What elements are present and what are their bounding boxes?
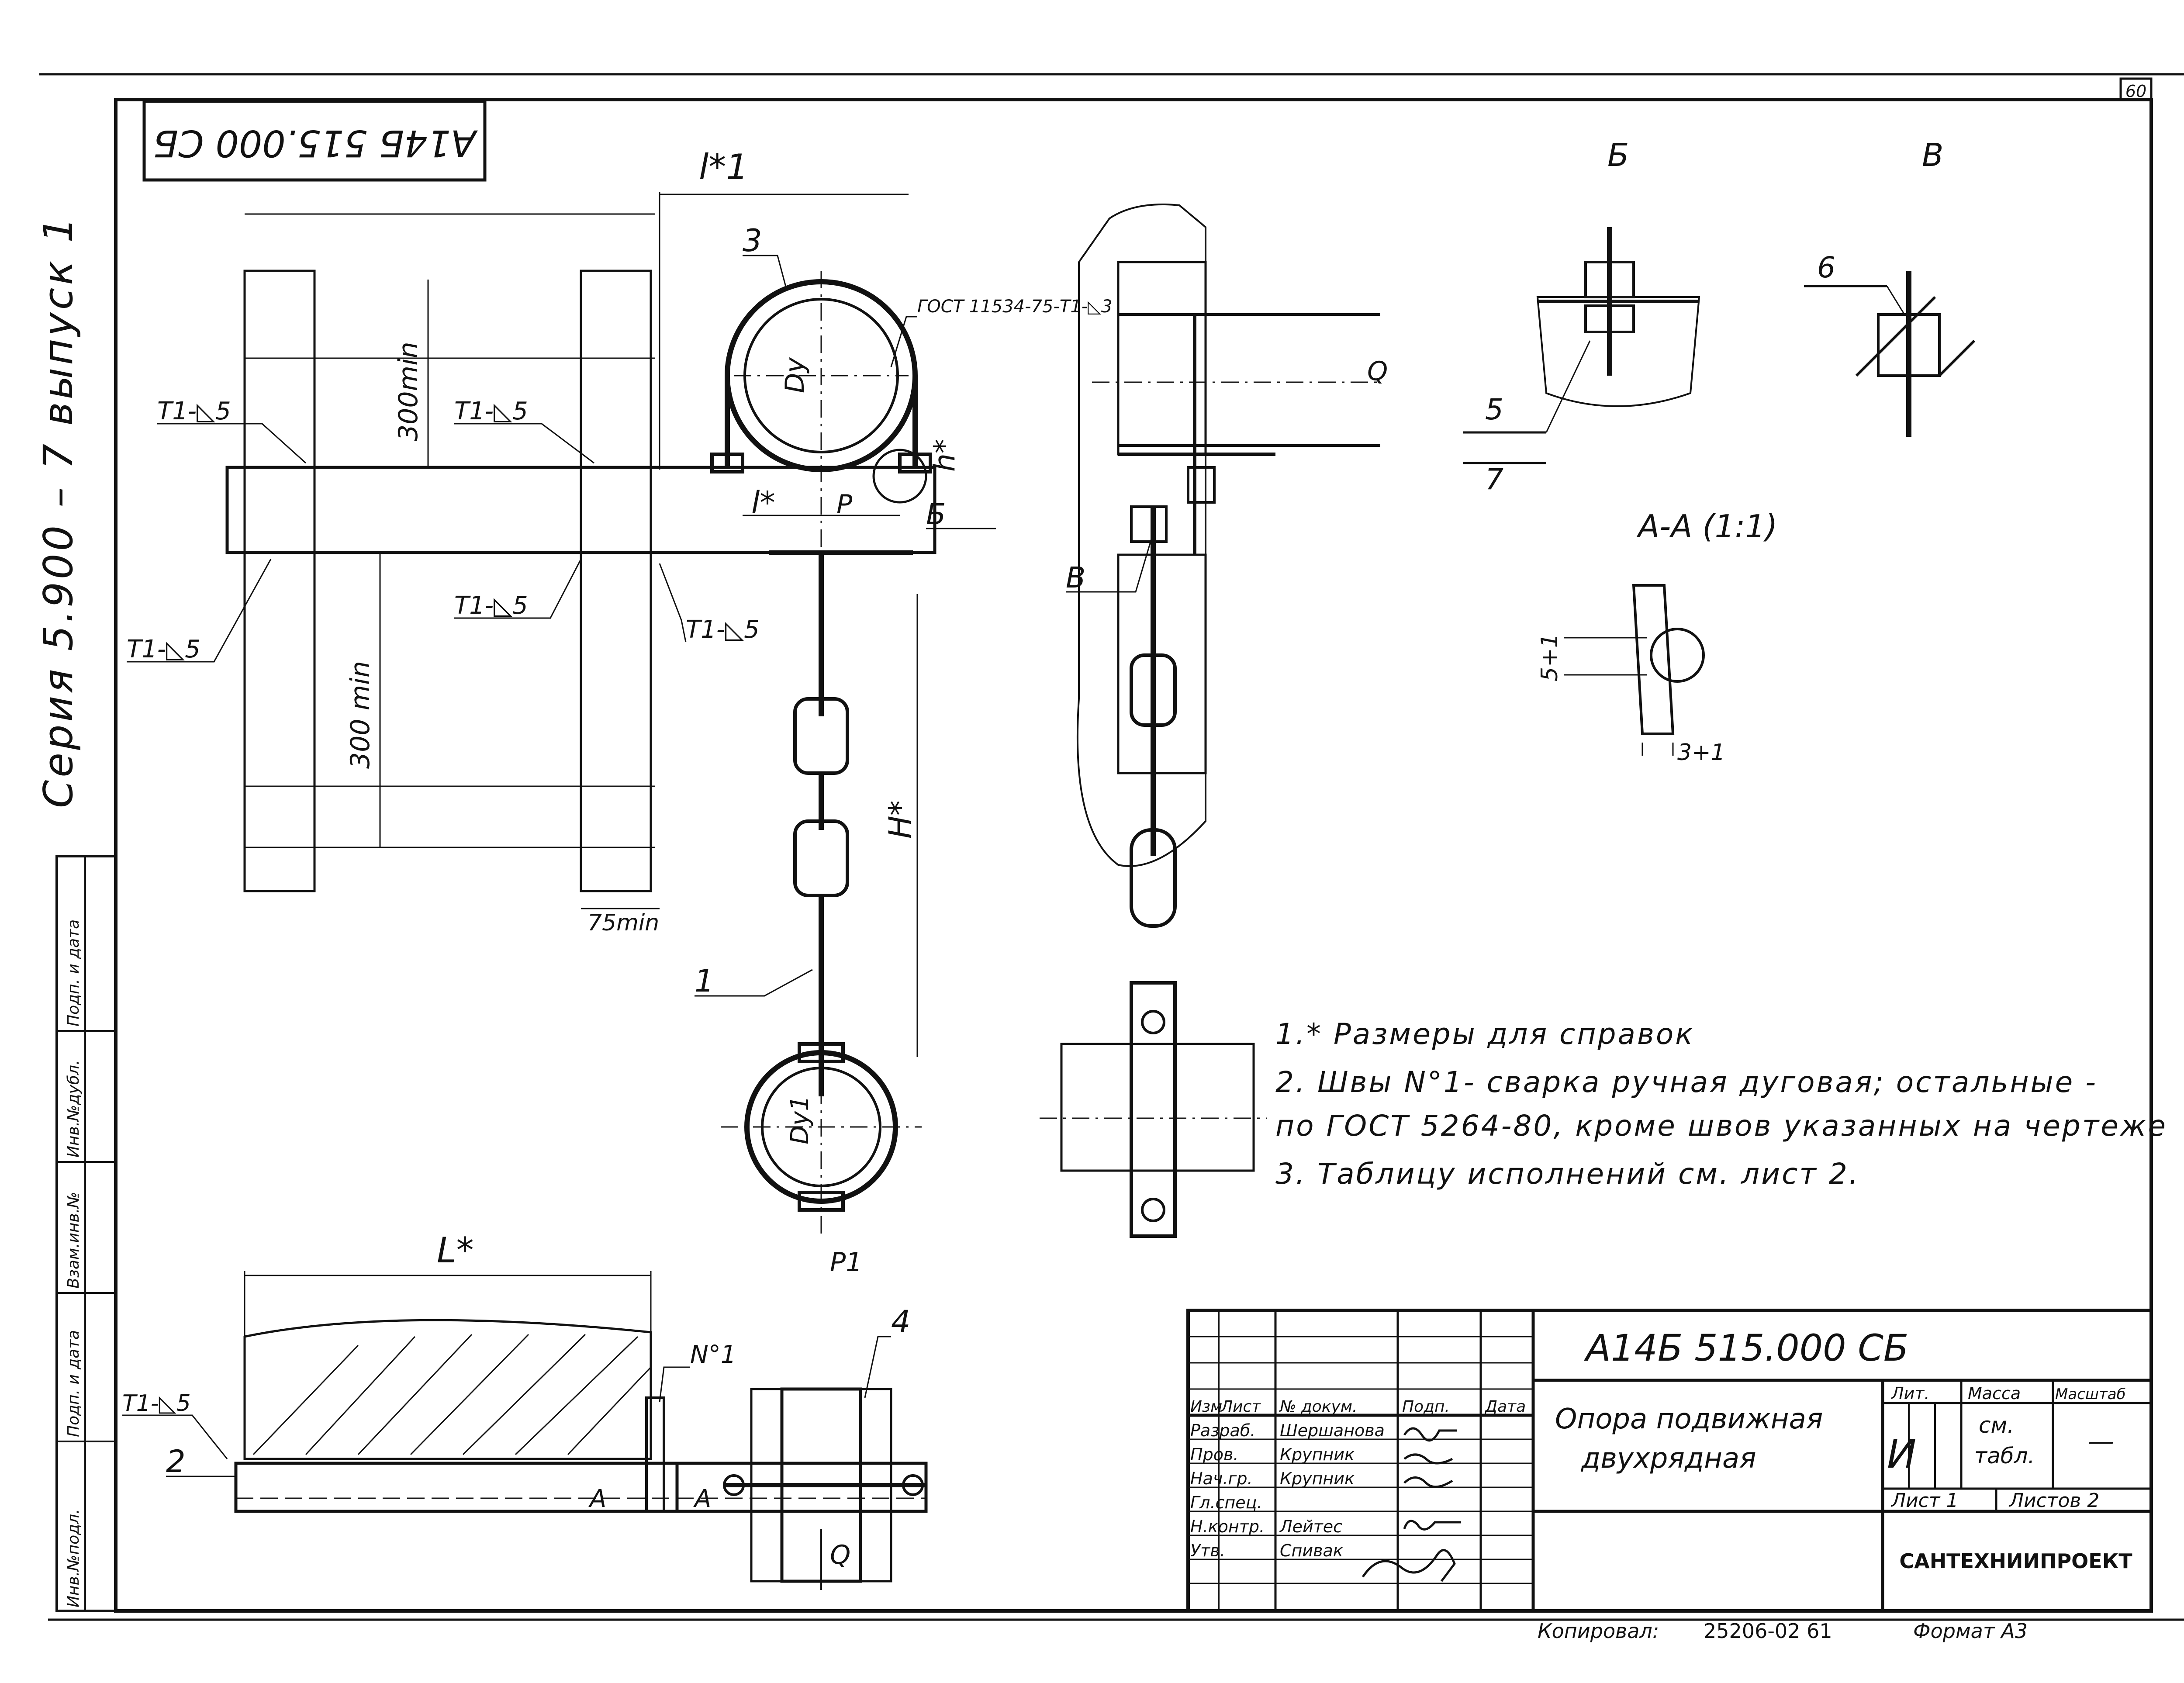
tb-header-sign: Подп.: [1402, 1398, 1450, 1416]
callout-3: 3: [743, 223, 762, 259]
callout-2: 2: [166, 1444, 186, 1479]
weld-w5: Т1-◺5: [686, 615, 760, 644]
leader-lines: [122, 255, 1154, 1477]
main-view: [225, 192, 936, 1236]
leader-v-label: В: [1066, 561, 1085, 594]
tb-role-1: Пров.: [1190, 1445, 1238, 1464]
leader-b-label: Б: [926, 498, 946, 531]
tb-role-2: Нач.гр.: [1190, 1469, 1253, 1488]
footer-format: Формат А3: [1913, 1619, 2028, 1643]
tb-name-0: Шершанова: [1280, 1421, 1385, 1440]
tb-name-1: Крупник: [1280, 1445, 1355, 1464]
section-b-title: Б: [1607, 137, 1629, 173]
dim-l1: l*1: [699, 147, 748, 187]
tb-role-3: Гл.спец.: [1190, 1493, 1262, 1512]
section-a-left: А: [588, 1485, 606, 1513]
tb-lit-label: Лит.: [1890, 1384, 1930, 1403]
weld-w6: Т1-◺5: [122, 1390, 191, 1417]
dim-l: l*: [751, 485, 775, 521]
tb-lit-value: И: [1887, 1431, 1916, 1477]
section-v: В 6: [1804, 137, 1976, 437]
code-stamp-box: А14Б 515.000 СБ: [142, 100, 487, 182]
tb-scale-value: —: [2088, 1426, 2114, 1457]
dim-q-bottom: Q: [830, 1540, 850, 1570]
note-line-4: 3. Таблицу исполнений см. лист 2.: [1275, 1157, 1860, 1191]
tb-scale-label: Масштаб: [2055, 1386, 2126, 1403]
note-line-1: 1.* Размеры для справок: [1275, 1017, 1694, 1051]
footer-copied-label: Копировал:: [1538, 1619, 1659, 1643]
side-stamp-podp-data-2: Подп. и дата: [65, 919, 83, 1026]
tb-name-line2: двухрядная: [1581, 1442, 1756, 1475]
side-stamp: Инв.№подл. Подп. и дата Взам.инв.№ Инв.№…: [55, 855, 117, 1612]
weld-w3: Т1-◺5: [127, 635, 200, 664]
tb-header-izm: Изм: [1190, 1398, 1222, 1416]
tb-role-5: Утв.: [1190, 1541, 1225, 1560]
tb-organization: САНТЕХНИИПРОЕКТ: [1899, 1549, 2132, 1573]
footer: Копировал: 25206-02 61 Формат А3: [1538, 1619, 2028, 1643]
code-stamp-text: А14Б 515.000 СБ: [153, 122, 478, 165]
tb-sheets-label: Листов 2: [2008, 1489, 2099, 1512]
section-aa: А-А (1:1) 5+1 3+1: [1537, 508, 1777, 766]
section-b: Б 5 7: [1463, 137, 1700, 496]
weld-n1: N°1: [690, 1341, 736, 1369]
tb-mass-value-2: табл.: [1974, 1443, 2035, 1469]
dim-dy1: Dу1: [786, 1096, 814, 1144]
weld-w4: Т1-◺5: [454, 591, 528, 620]
side-stamp-inv-podl: Инв.№подл.: [65, 1509, 83, 1607]
dim-min75: 75min: [587, 910, 659, 936]
side-stamp-podp-data-1: Подп. и дата: [65, 1330, 83, 1437]
series-label: Серия 5.900 – 7 выпуск 1: [35, 214, 82, 808]
tb-sheet-label: Лист 1: [1890, 1489, 1958, 1512]
dim-e: 3+1: [1677, 740, 1725, 766]
side-view: Q В: [1040, 204, 1388, 1238]
dim-min300-top: 300min: [393, 342, 424, 441]
plan-view: L* N°1 4 Т1-◺5 2 А А Q: [122, 1230, 928, 1590]
title-block: Изм Лист № докум. Подп. Дата Разраб. Шер…: [1186, 1309, 2153, 1613]
tb-designation: А14Б 515.000 СБ: [1583, 1327, 1908, 1369]
dim-p: P: [836, 489, 853, 520]
dim-s: 5+1: [1537, 633, 1563, 681]
weld-w2: Т1-◺5: [454, 397, 528, 425]
callout-4: 4: [891, 1304, 911, 1340]
dim-dy: Dу: [780, 357, 810, 393]
tb-role-0: Разраб.: [1190, 1421, 1255, 1440]
weld-w1: Т1-◺5: [157, 397, 231, 425]
tb-header-doc: № докум.: [1279, 1398, 1357, 1416]
tb-name-5: Спивак: [1280, 1541, 1343, 1560]
callout-6: 6: [1817, 251, 1835, 284]
tb-mass-value-1: см.: [1979, 1413, 2014, 1438]
callout-5: 5: [1485, 393, 1503, 426]
section-aa-title: А-А (1:1): [1636, 508, 1777, 545]
tb-name-2: Крупник: [1280, 1469, 1355, 1488]
dim-q-top: Q: [1367, 356, 1388, 387]
dim-big-h: H*: [882, 800, 918, 839]
weld-gost: ГОСТ 11534-75-Т1-◺3: [917, 297, 1112, 317]
dim-min300-bottom: 300 min: [345, 661, 376, 769]
note-line-3: по ГОСТ 5264-80, кроме швов указанных на…: [1275, 1109, 2167, 1143]
footer-copied-code: 25206-02 61: [1704, 1619, 1832, 1643]
side-stamp-vzam-inv: Взам.инв.№: [65, 1192, 83, 1289]
note-line-2: 2. Швы N°1- сварка ручная дуговая; остал…: [1275, 1065, 2098, 1099]
main-view-labels: l*1 3 ГОСТ 11534-75-Т1-◺3 Dу h* 300min Т…: [127, 147, 1112, 1278]
notes-block: 1.* Размеры для справок 2. Швы N°1- свар…: [1275, 1017, 2167, 1191]
tb-header-date: Дата: [1484, 1398, 1526, 1416]
dim-big-l: L*: [437, 1230, 474, 1271]
section-v-title: В: [1922, 137, 1943, 173]
callout-7: 7: [1485, 463, 1503, 496]
signatures: [1362, 1427, 1461, 1582]
dim-h: h*: [928, 439, 961, 472]
tb-role-4: Н.контр.: [1190, 1517, 1265, 1536]
section-a-right: А: [693, 1485, 711, 1513]
tb-name-line1: Опора подвижная: [1555, 1403, 1823, 1435]
page-number: 60: [2125, 82, 2146, 101]
tb-name-4: Лейтес: [1279, 1517, 1342, 1536]
side-stamp-inv-dubl: Инв.№дубл.: [65, 1060, 83, 1158]
callout-1: 1: [695, 963, 714, 999]
tb-mass-label: Масса: [1968, 1384, 2021, 1403]
dim-p1: P1: [830, 1247, 862, 1278]
tb-header-list: Лист: [1220, 1398, 1261, 1416]
